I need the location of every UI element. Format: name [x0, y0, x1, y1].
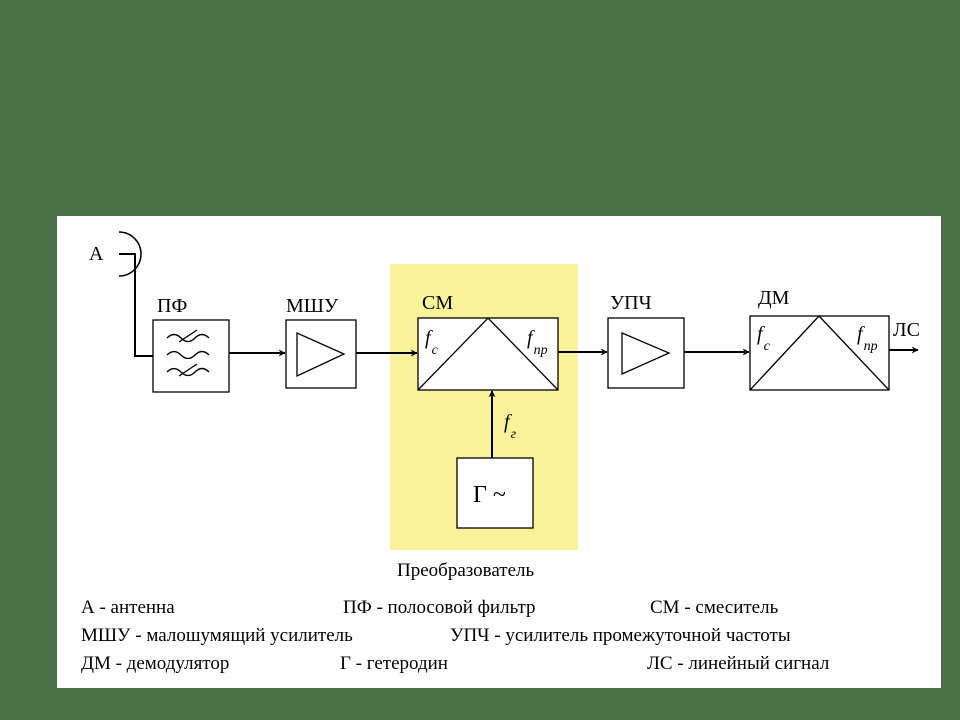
demodulator-label: ДМ [758, 287, 790, 309]
legend-item: ДМ - демодулятор [81, 653, 230, 674]
oscillator-block [456, 457, 534, 529]
legend-item: СМ - смеситель [650, 597, 779, 618]
bandpass-filter-block [152, 319, 230, 393]
diagram-panel: А ПФ МШУ СМ fc fпр Г ~ fг [57, 216, 941, 688]
mixer-fc-label: fc [425, 327, 439, 358]
legend-item: А - антенна [81, 597, 175, 618]
legend-row: А - антенна ПФ - полосовой фильтр СМ - с… [57, 597, 941, 621]
antenna-wire [119, 253, 153, 357]
block-diagram: А ПФ МШУ СМ fc fпр Г ~ fг [89, 231, 920, 581]
lna-label: МШУ [286, 295, 339, 317]
oscillator-fg-label: fг [504, 411, 517, 442]
if-amplifier-label: УПЧ [610, 292, 652, 314]
legend-item: ПФ - полосовой фильтр [343, 597, 536, 618]
amplifier-triangle-icon [621, 332, 671, 376]
mixer-label: СМ [422, 292, 453, 314]
if-amplifier-block [607, 317, 685, 389]
bandpass-filter-icon [166, 329, 210, 377]
legend-row: МШУ - малошумящий усилитель УПЧ - усилит… [57, 625, 941, 649]
oscillator-label: Г ~ [473, 482, 506, 508]
legend-item: Г - гетеродин [340, 653, 448, 674]
mixer-diagonals [417, 317, 559, 391]
demodulator-block [749, 315, 890, 391]
output-label: ЛС [893, 319, 920, 341]
converter-caption: Преобразователь [397, 560, 535, 581]
legend-item: УПЧ - усилитель промежуточной частоты [450, 625, 791, 646]
bandpass-filter-label: ПФ [157, 295, 187, 317]
mixer-fpr-label: fпр [527, 327, 548, 358]
antenna-label: А [89, 243, 104, 265]
demodulator-diagonals [749, 315, 890, 391]
demod-fpr-label: fпр [857, 323, 878, 354]
amplifier-triangle-icon [296, 331, 346, 378]
antenna-icon [118, 231, 142, 277]
legend-item: ЛС - линейный сигнал [647, 653, 830, 674]
legend-item: МШУ - малошумящий усилитель [81, 625, 353, 646]
demod-fc-label: fc [757, 323, 771, 354]
legend-row: ДМ - демодулятор Г - гетеродин ЛС - лине… [57, 653, 941, 677]
